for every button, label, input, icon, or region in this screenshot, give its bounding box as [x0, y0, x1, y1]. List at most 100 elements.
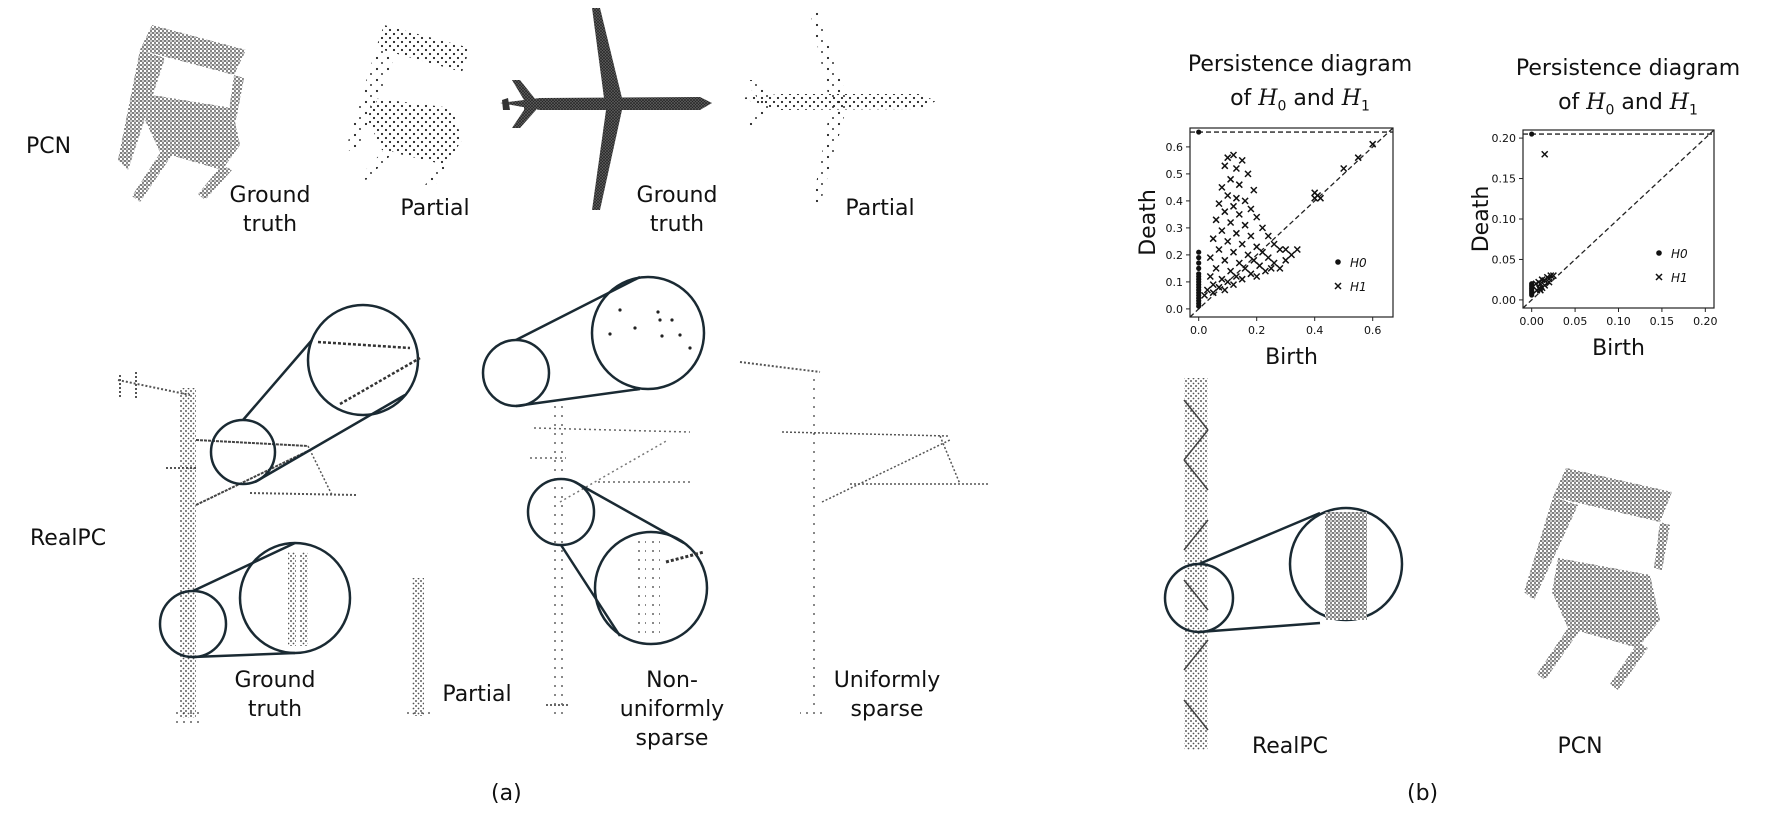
pcn-plane-partial [740, 12, 936, 205]
pcn-chair-ground-truth-label: Ground truth [229, 183, 311, 237]
h0-point [1529, 131, 1535, 137]
h1-point [1215, 245, 1223, 254]
h1-point [1221, 208, 1229, 216]
h1-point [1276, 245, 1284, 254]
diagonal-line-2 [1522, 129, 1715, 309]
h1-point [1235, 259, 1243, 267]
h1-point [1224, 191, 1232, 200]
legend-h1-marker [1655, 273, 1663, 281]
h1-point [1229, 202, 1238, 210]
h1-point [1224, 154, 1232, 162]
legend-h1-marker [1334, 282, 1342, 290]
legend-h0-marker [1335, 259, 1341, 265]
legend-h1-label: H1 [1671, 271, 1688, 285]
h1-point [1238, 240, 1246, 248]
y-tick-label: 0.3 [1166, 222, 1184, 235]
h1-point [1229, 248, 1238, 256]
caption-a: (a) [491, 781, 522, 806]
h1-point [1545, 278, 1553, 286]
legend-h0-label: H0 [1350, 256, 1367, 270]
h1-point [1369, 140, 1377, 148]
h1-point [1235, 210, 1243, 218]
h1-point [1253, 213, 1261, 221]
h1-point [1354, 154, 1362, 162]
persistence-title-2-line2: of H0 and H1 [1558, 90, 1698, 119]
h1-point [1311, 189, 1319, 197]
h1-point [1235, 181, 1243, 189]
x-tick-label: 0.15 [1650, 315, 1675, 328]
h1-point [1218, 183, 1226, 191]
h1-point [1229, 281, 1238, 289]
h1-point [1340, 164, 1348, 173]
realpc-uniform-tower [739, 361, 988, 716]
h1-point [1250, 186, 1258, 194]
zoom-callouts-a [158, 275, 709, 659]
h1-point [1227, 267, 1235, 275]
b-zoom-callout [1163, 506, 1404, 634]
realpc-ground-truth-tower [117, 372, 357, 724]
x-tick-label: 0.6 [1364, 324, 1382, 337]
h1-point [1541, 150, 1549, 158]
pcn-chair-partial-label: Partial [400, 196, 470, 221]
h1-point [1221, 256, 1229, 264]
y-tick-label: 0.00 [1492, 294, 1517, 307]
persistence-title-2-line1: Persistence diagram [1515, 56, 1741, 81]
h1-point [1536, 286, 1544, 294]
h1-point [1276, 264, 1284, 272]
y-tick-label: 0.2 [1166, 249, 1184, 262]
h1-point [1221, 286, 1229, 294]
h1-point [1549, 272, 1557, 280]
h1-point [1215, 283, 1223, 291]
h1-point [1238, 156, 1246, 164]
x-tick-label: 0.05 [1563, 315, 1588, 328]
y-tick-label: 0.5 [1166, 168, 1184, 181]
h0-point [1529, 292, 1535, 298]
persistence-title-1-line1: Persistence diagram [1187, 52, 1413, 77]
y-tick-label: 0.4 [1166, 195, 1184, 208]
h1-point [1253, 243, 1261, 251]
y-tick-label: 0.1 [1166, 276, 1184, 289]
h1-point [1203, 286, 1211, 294]
h0-point [1196, 129, 1202, 135]
h1-point [1264, 232, 1272, 240]
h1-point [1209, 235, 1217, 243]
realpc-uniform-label: Uniformly sparse [833, 668, 941, 722]
x-tick-label: 0.10 [1606, 315, 1631, 328]
h1-point [1212, 264, 1220, 272]
h1-point [1258, 224, 1267, 232]
h1-point [1267, 264, 1275, 272]
h1-point [1244, 251, 1252, 259]
x-tick-label: 0.4 [1306, 324, 1324, 337]
h1-point [1261, 267, 1269, 275]
x-axis-label: Birth [1592, 336, 1645, 361]
h1-point [1247, 232, 1255, 240]
diagonal-line-1 [1189, 127, 1394, 318]
h1-point [1258, 248, 1267, 256]
h1-point [1209, 281, 1217, 289]
h1-point [1224, 278, 1232, 286]
pcn-chair-partial [346, 25, 470, 190]
h1-point [1232, 229, 1240, 237]
h1-point [1241, 197, 1249, 205]
h1-point [1232, 164, 1240, 173]
h1-point [1247, 205, 1255, 213]
b-zoom-content [1325, 512, 1367, 620]
h1-point [1250, 256, 1258, 264]
caption-b: (b) [1407, 781, 1439, 806]
b-realpc-label: RealPC [1251, 734, 1329, 759]
pcn-plane-partial-label: Partial [845, 196, 915, 221]
h1-point [1215, 200, 1223, 208]
persistence-title-1: Persistence diagram of H0 and H1 [1160, 48, 1440, 123]
h0-point [1196, 255, 1202, 261]
legend-h1-label: H1 [1350, 280, 1367, 294]
b-pcn-chair [1524, 468, 1672, 690]
h1-point [1247, 270, 1255, 278]
persistence-title-2: Persistence diagram of H0 and H1 [1488, 52, 1768, 127]
zoom-content-a [288, 308, 705, 646]
h1-point [1241, 221, 1249, 229]
h1-point [1212, 216, 1220, 224]
x-tick-label: 0.20 [1693, 315, 1718, 328]
h1-point [1227, 218, 1235, 227]
pcn-plane-ground-truth [500, 8, 712, 210]
